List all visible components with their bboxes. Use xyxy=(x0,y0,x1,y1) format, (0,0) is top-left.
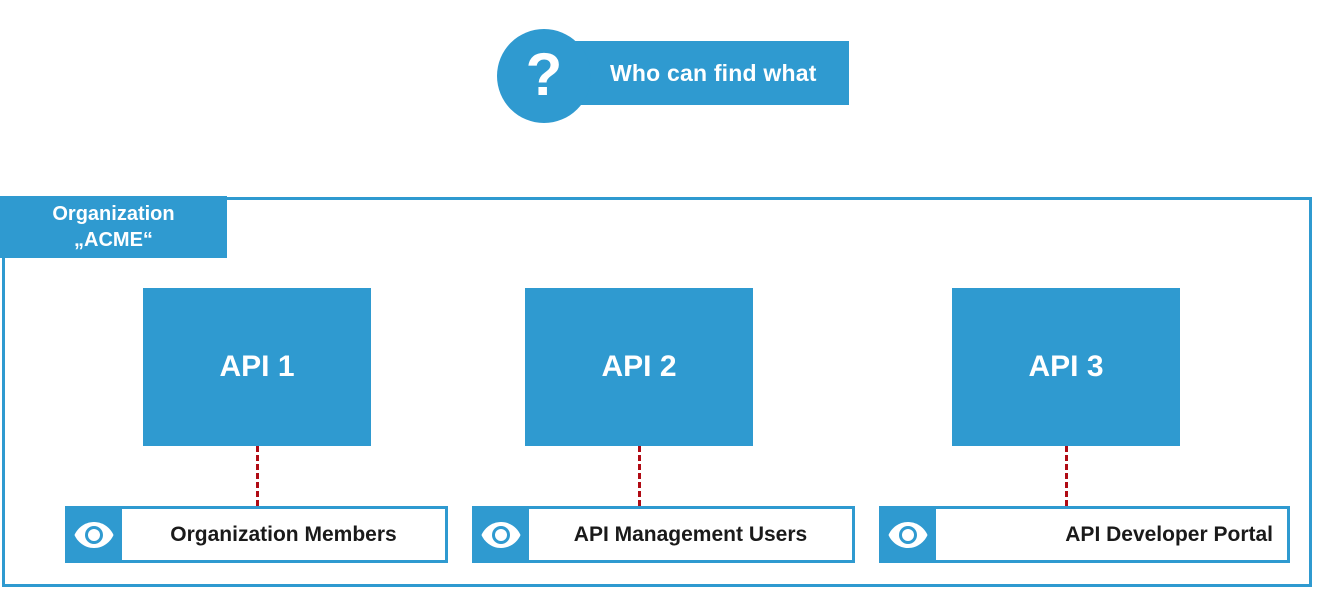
audience-row[interactable]: API Management Users xyxy=(472,506,855,563)
audience-label: API Management Users xyxy=(529,506,855,563)
eye-icon xyxy=(65,506,122,563)
audience-row[interactable]: API Developer Portal xyxy=(879,506,1290,563)
eye-icon xyxy=(879,506,936,563)
api-box-2[interactable]: API 2 xyxy=(525,288,753,446)
connector-api-2-to-audience-2 xyxy=(638,446,641,506)
header-banner-bar xyxy=(555,41,849,105)
api-box-3[interactable]: API 3 xyxy=(952,288,1180,446)
organization-label-line1: Organization xyxy=(52,203,175,225)
audience-row[interactable]: Organization Members xyxy=(65,506,448,563)
header-callout: ? Who can find what xyxy=(497,29,849,123)
eye-icon xyxy=(472,506,529,563)
organization-label-tab: Organization „ACME“ xyxy=(0,196,227,258)
question-mark-icon: ? xyxy=(525,41,563,108)
header-title: Who can find what xyxy=(610,60,817,86)
connector-api-1-to-audience-1 xyxy=(256,446,259,506)
question-badge: ? xyxy=(497,29,591,123)
audience-label: Organization Members xyxy=(122,506,448,563)
api-box-1[interactable]: API 1 xyxy=(143,288,371,446)
connector-api-3-to-audience-3 xyxy=(1065,446,1068,506)
audience-label: API Developer Portal xyxy=(936,506,1290,563)
organization-label-line2: „ACME“ xyxy=(74,229,153,251)
